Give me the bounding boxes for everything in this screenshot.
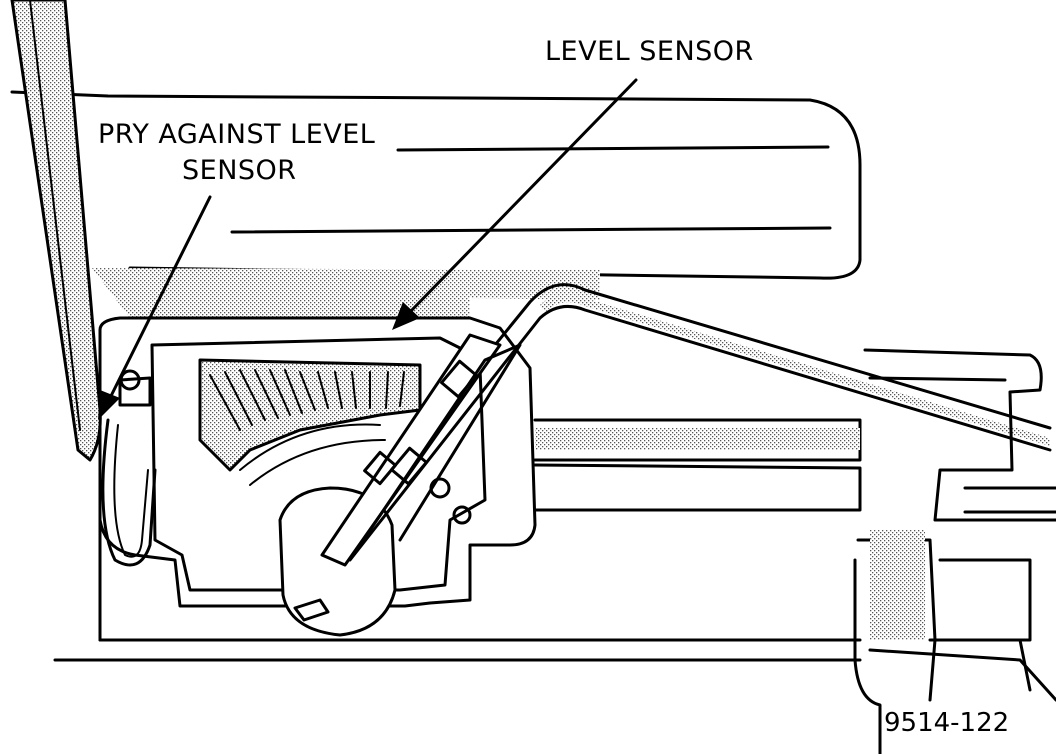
right-hardware-6 (868, 648, 1056, 702)
right-hardware-2 (868, 376, 1007, 382)
right-hardware-5 (928, 638, 1032, 692)
arc-track-2 (249, 439, 386, 486)
pry-against-label-line1: PRY AGAINST LEVEL (98, 119, 376, 150)
housing-inner-line-2 (230, 226, 832, 234)
leader-pry (108, 195, 212, 400)
pry-against-label-line2: SENSOR (182, 155, 297, 186)
rod-stipple (540, 292, 1050, 446)
screw-2 (429, 477, 451, 499)
shadow-band (92, 268, 600, 330)
screw (119, 369, 141, 391)
arrowhead-level-sensor (392, 302, 420, 330)
arm-strut-inner (358, 343, 522, 547)
right-stipple (870, 530, 925, 640)
arm-block-2 (440, 359, 478, 399)
arrowhead-pry (98, 390, 120, 420)
base-plate-edge (853, 558, 882, 754)
arm-block-3 (363, 450, 397, 486)
leader-level-sensor (408, 78, 638, 314)
contact-sector (198, 358, 422, 472)
float-rod-2 (348, 304, 1052, 562)
hub-clip (293, 598, 330, 622)
housing-inner-line (396, 145, 830, 152)
screw-3 (452, 505, 472, 525)
lower-frame-2 (533, 463, 862, 512)
arc-track (239, 423, 381, 471)
wire-loop-2 (113, 424, 149, 558)
right-hardware-4 (938, 558, 1032, 642)
level-sensor-label: LEVEL SENSOR (545, 36, 754, 67)
upper-housing (10, 90, 862, 280)
contact-fingers (209, 369, 405, 431)
lower-frame-band (535, 428, 860, 450)
right-hardware (863, 348, 1056, 522)
arm-block (390, 446, 428, 486)
wire-loop (101, 418, 157, 567)
figure-number: 9514-122 (884, 708, 1010, 738)
pry-tool-edge (29, 0, 81, 431)
float-rod (328, 283, 1052, 550)
